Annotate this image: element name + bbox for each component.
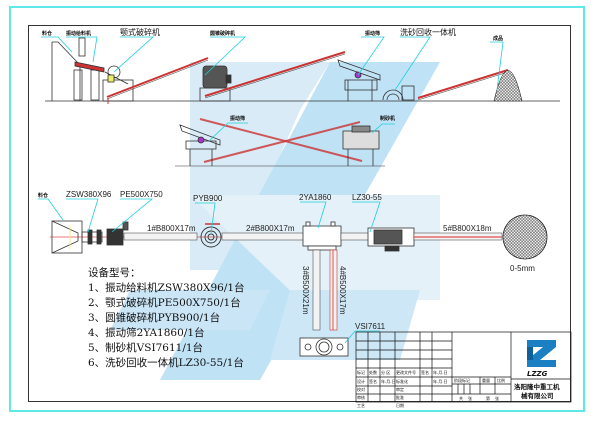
- tb-review: 审核: [357, 394, 365, 400]
- hopper-elevation: [51, 37, 105, 101]
- label-screen-plan: 2YA1860: [299, 193, 332, 202]
- drawing-sheet-border: [9, 6, 585, 412]
- logo-text: LZZG: [527, 370, 548, 378]
- label-feeder-plan: ZSW380X96: [66, 190, 112, 199]
- sand-maker-plan: [299, 337, 349, 357]
- label-hopper-elev: 料仓: [42, 30, 53, 37]
- equipment-item: 4、振动筛2YA1860/1台: [88, 327, 205, 339]
- tb-mark: 标记: [357, 369, 365, 375]
- label-sand-maker-plan: VSI7611: [355, 322, 386, 331]
- sand-maker-elevation: [342, 125, 380, 166]
- company-logo: [527, 340, 556, 367]
- tb-sheet: 张: [495, 395, 499, 401]
- jaw-crusher-elevation: [102, 65, 134, 102]
- tb-date: 年.月.日: [433, 369, 448, 375]
- title-block: [355, 331, 572, 403]
- conveyor-plan-5: [413, 232, 503, 241]
- conveyor-label-3: 3#B500X21m: [301, 266, 310, 315]
- equipment-item: 5、制砂机VSI7611/1台: [88, 342, 204, 354]
- tb-date-2: 日期: [396, 402, 404, 408]
- jaw-crusher-plan: [106, 221, 129, 246]
- tb-approve-final: 审定: [396, 386, 404, 392]
- label-product-size: 0-5mm: [510, 264, 535, 273]
- equipment-item: 2、颚式破碎机PE500X750/1台: [88, 297, 241, 309]
- company-name-2: 械有限公司: [521, 391, 554, 400]
- sand-washer-elevation: [382, 85, 415, 101]
- tb-scale: 比例: [497, 377, 505, 383]
- washer-plan: [367, 227, 415, 252]
- conveyor-plan-2: [221, 232, 308, 241]
- label-cone-crusher-plan: PYB900: [193, 194, 223, 203]
- tb-process: 工艺: [357, 403, 365, 408]
- conveyor-elevation-1: [106, 57, 209, 104]
- crossing-conveyors: [199, 118, 363, 163]
- tb-design: 设计: [357, 378, 365, 384]
- conveyor-plan-3-4: [312, 249, 338, 331]
- conveyor-label-4: 4#B500X17m: [338, 266, 347, 315]
- tb-weight: 重量: [482, 377, 490, 383]
- leader-lines-plan: [38, 198, 381, 344]
- conveyor-label-2: 2#B800X17m: [246, 224, 295, 233]
- equipment-list-title: 设备型号：: [88, 267, 141, 279]
- equipment-item: 3、圆锥破碎机PYB900/1台: [88, 312, 221, 324]
- product-pile-plan: [502, 214, 548, 260]
- feeder-plan: [81, 229, 103, 245]
- conveyor-plan-link: [340, 232, 372, 241]
- label-washer-elev: 洗砂回收一体机: [400, 27, 456, 37]
- vibrating-screen-lower: [179, 124, 221, 166]
- tb-sign: 签名: [421, 369, 429, 375]
- label-jaw-crusher-elev: 颚式破碎机: [120, 27, 160, 37]
- screen-plan: [302, 221, 342, 251]
- label-sand-maker-elev: 制砂机: [380, 115, 395, 122]
- tb-stage: 阶段标记: [454, 377, 470, 383]
- tb-standard: 标准化: [396, 378, 408, 384]
- label-screen-lower: 振动筛: [230, 115, 245, 122]
- tb-count: 处数: [369, 369, 377, 375]
- conveyor-elevation-5: [417, 69, 509, 101]
- tb-approve: 批准: [396, 394, 404, 400]
- leader-lines-lower: [209, 122, 395, 141]
- tb-zone: 分 区: [381, 369, 390, 375]
- label-screen-elev: 振动筛: [365, 30, 380, 37]
- conveyor-label-5: 5#B800X18m: [443, 224, 492, 233]
- tb-design-date: 年.月.日: [381, 378, 396, 384]
- tb-design-sign: 签名: [369, 378, 377, 384]
- conveyor-plan-1: [123, 232, 198, 241]
- tb-check: 校对: [357, 386, 365, 392]
- label-product-elev: 成品: [493, 35, 503, 42]
- label-jaw-crusher-plan: PE500X750: [120, 190, 163, 199]
- equipment-item: 1、振动给料机ZSW380X96/1台: [88, 282, 245, 294]
- label-feeder-elev: 振动给料机: [66, 30, 91, 37]
- conveyor-label-1: 1#B800X17m: [147, 224, 196, 233]
- tb-sheets: 张: [468, 395, 472, 401]
- tb-total: 共: [459, 395, 463, 401]
- drawing-frame: [28, 25, 571, 402]
- equipment-item: 6、洗砂回收一体机LZ30-55/1台: [88, 357, 244, 369]
- tb-standard-date: 年.月.日: [433, 378, 448, 384]
- label-hopper-plan: 料仓: [38, 192, 49, 199]
- label-cone-crusher-elev: 圆锥破碎机: [210, 30, 235, 37]
- equipment-list: 设备型号： 1、振动给料机ZSW380X96/1台 2、颚式破碎机PE500X7…: [88, 266, 245, 371]
- leader-lines-elevation: [41, 36, 504, 91]
- label-washer-plan: LZ30-55: [352, 193, 382, 202]
- tb-no: 第: [486, 395, 490, 401]
- company-name-1: 洛阳隆中重工机: [514, 382, 560, 391]
- conveyor-elevation-2: [204, 51, 346, 99]
- tb-change-doc: 更改文件号: [396, 369, 416, 375]
